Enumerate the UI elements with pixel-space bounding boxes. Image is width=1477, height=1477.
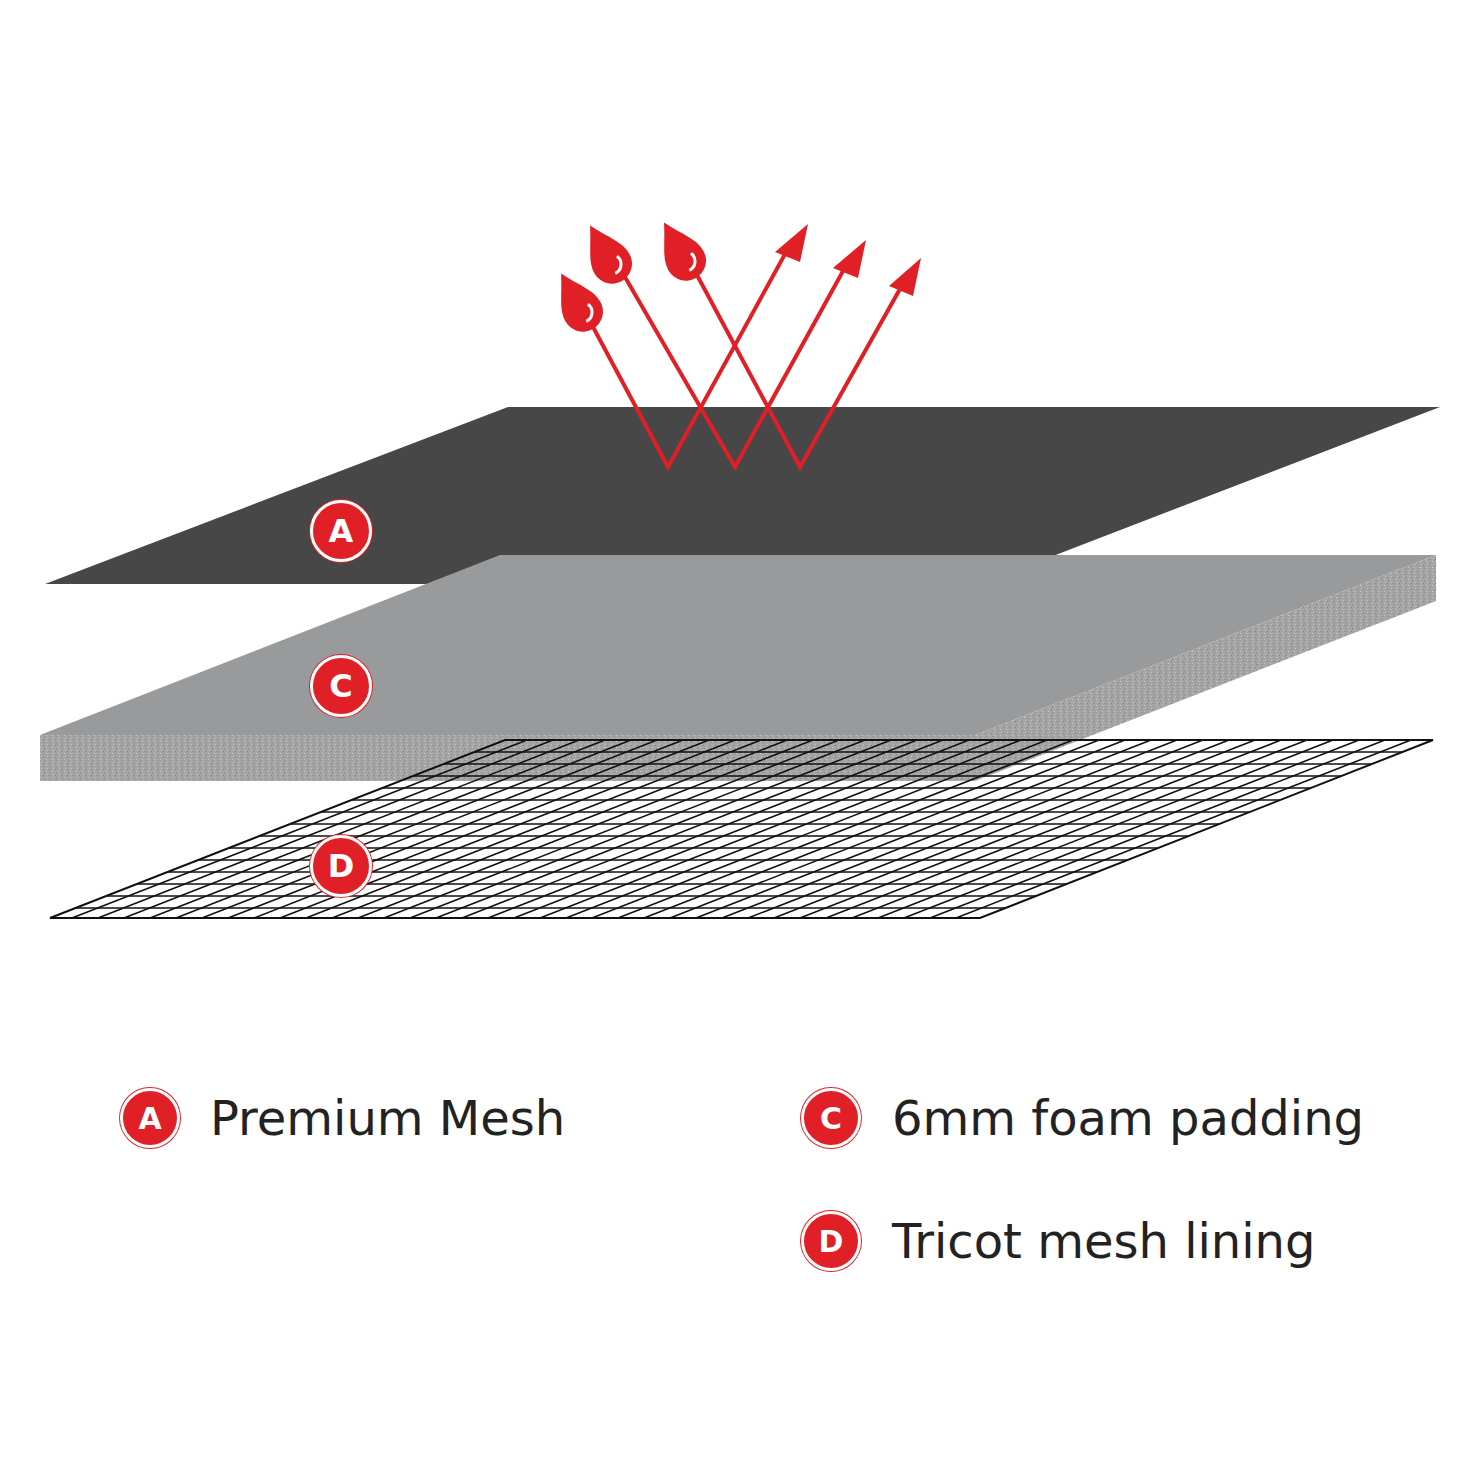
mesh-strand [40,895,1440,897]
mesh-strand [202,731,680,918]
mesh-strand [540,731,1018,918]
mesh-strand [410,731,888,918]
mesh-strand [176,731,654,918]
mesh-strand [40,883,1440,885]
mesh-strand [618,731,1096,918]
callout-letter: D [310,835,372,897]
legend-label: 6mm foam padding [892,1094,1364,1142]
mesh-strand [930,731,1408,918]
mesh-strand [566,731,1044,918]
mesh-strand [436,731,914,918]
mesh-strand [254,731,732,918]
mesh-strand [40,835,1440,837]
mesh-strand [748,731,1226,918]
callout-letter: D [801,1211,861,1271]
mesh-strand [228,731,706,918]
mesh-strand [124,731,602,918]
mesh-strand [800,731,1278,918]
mesh-strand [20,731,498,918]
mesh-strand [826,731,1304,918]
callout-letter: A [310,500,372,562]
mesh-strand [332,731,810,918]
mesh-strand [306,731,784,918]
legend-label: Tricot mesh lining [892,1217,1315,1265]
mesh-strand [514,731,992,918]
mesh-strand [46,731,524,918]
mesh-strand [72,731,550,918]
mesh-strand [40,823,1440,825]
mesh-strand [462,731,940,918]
mesh-strand [670,731,1148,918]
mesh-strand [280,731,758,918]
mesh-strand [878,731,1356,918]
mesh-strand [956,731,1434,918]
water-drops [544,213,714,339]
mesh-strand [774,731,1252,918]
mesh-strand [98,731,576,918]
mesh-strand [40,871,1440,873]
mesh-strand [150,731,628,918]
mesh-strand [592,731,1070,918]
legend-label: Premium Mesh [210,1094,565,1142]
callout-letter: A [120,1088,180,1148]
mesh-strand [358,731,836,918]
mesh-strand [722,731,1200,918]
mesh-strand [488,731,966,918]
mesh-strand [904,731,1382,918]
moisture-arrows [585,245,905,467]
mesh-strand [40,775,1440,777]
mesh-outline [50,740,1433,918]
callout-letter: C [801,1088,861,1148]
mesh-strand [852,731,1330,918]
mesh-strand [1008,731,1477,918]
callout-letter: C [310,655,372,717]
mesh-strand [40,763,1440,765]
mesh-strand [696,731,1174,918]
mesh-strand [40,751,1440,753]
arrow-heads [775,224,921,296]
tricot-mesh-layer [20,731,1477,918]
